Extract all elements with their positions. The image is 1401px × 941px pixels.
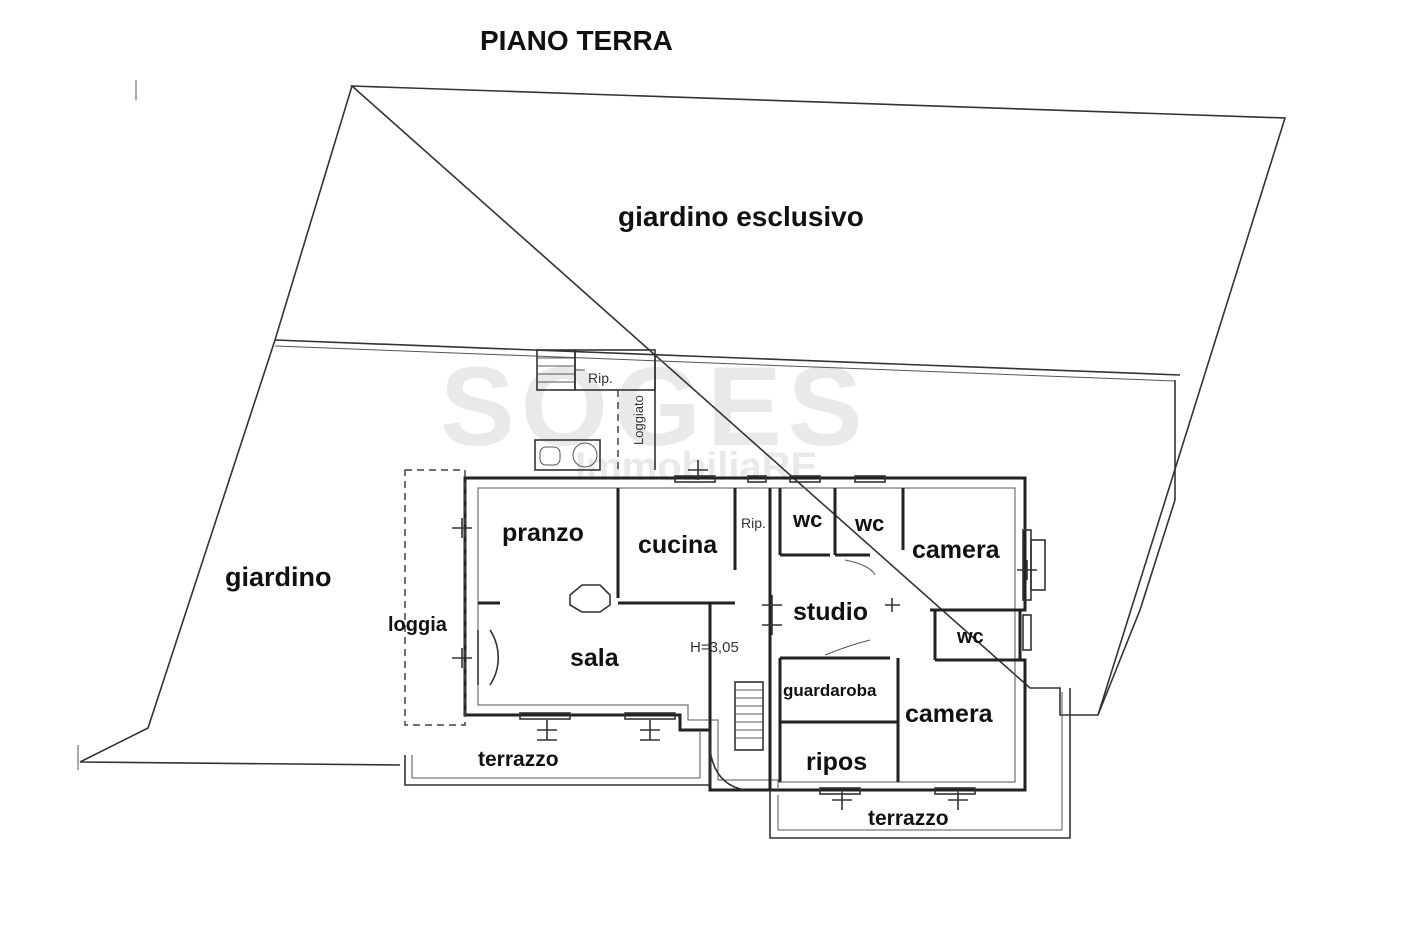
terrace-right-outline xyxy=(769,688,1071,839)
watermark: SOGES ImmobiliaRE xyxy=(440,344,868,489)
loggiato-label: Loggiato xyxy=(631,395,646,445)
room-cucina: cucina xyxy=(638,531,718,559)
room-guardaroba: guardaroba xyxy=(783,681,877,700)
rip-top-label: Rip. xyxy=(588,370,613,386)
house-outer-wall xyxy=(463,476,1027,792)
door-arc-sala xyxy=(489,629,500,686)
terrace-left-outline xyxy=(404,730,711,786)
windows xyxy=(519,475,1046,795)
watermark-brand: SOGES xyxy=(440,344,868,469)
loggia-area xyxy=(404,469,466,726)
room-pranzo: pranzo xyxy=(502,519,584,547)
garden-divider-line xyxy=(274,339,1181,376)
room-ripos: ripos xyxy=(806,748,867,776)
top-stair-block xyxy=(534,349,656,471)
room-wc-1: wc xyxy=(792,507,822,532)
room-height-note: H=3,05 xyxy=(690,639,739,656)
fireplace xyxy=(569,584,611,613)
room-studio: studio xyxy=(793,598,868,626)
interior-walls xyxy=(478,488,1020,790)
room-wc-3: wc xyxy=(956,626,984,648)
terrace-left-label: terrazzo xyxy=(478,748,559,771)
room-camera-top: camera xyxy=(912,536,1001,564)
garden-divider-line-inner xyxy=(274,345,1176,382)
room-giardino: giardino xyxy=(225,562,332,592)
opening-markers xyxy=(452,460,1037,810)
terrace-left-inner xyxy=(411,730,701,779)
room-camera-bottom: camera xyxy=(905,700,994,728)
terrace-right-label: terrazzo xyxy=(868,807,949,830)
right-boundary-wall xyxy=(1097,380,1176,716)
room-wc-2: wc xyxy=(854,511,884,536)
room-loggia: loggia xyxy=(388,614,448,636)
lower-garden-boundary xyxy=(79,85,401,766)
door-arc-studio-2 xyxy=(824,639,871,656)
terrace-right-inner xyxy=(777,692,1063,831)
plan-title: PIANO TERRA xyxy=(480,25,673,56)
room-sala: sala xyxy=(570,644,620,672)
door-arc-studio-1 xyxy=(844,559,876,576)
exclusive-garden-boundary xyxy=(349,85,1287,716)
house-inner-wall xyxy=(477,487,1016,790)
room-giardino-esclusivo: giardino esclusivo xyxy=(618,201,864,232)
internal-stair xyxy=(709,681,764,791)
room-rip-inner: Rip. xyxy=(741,515,766,531)
